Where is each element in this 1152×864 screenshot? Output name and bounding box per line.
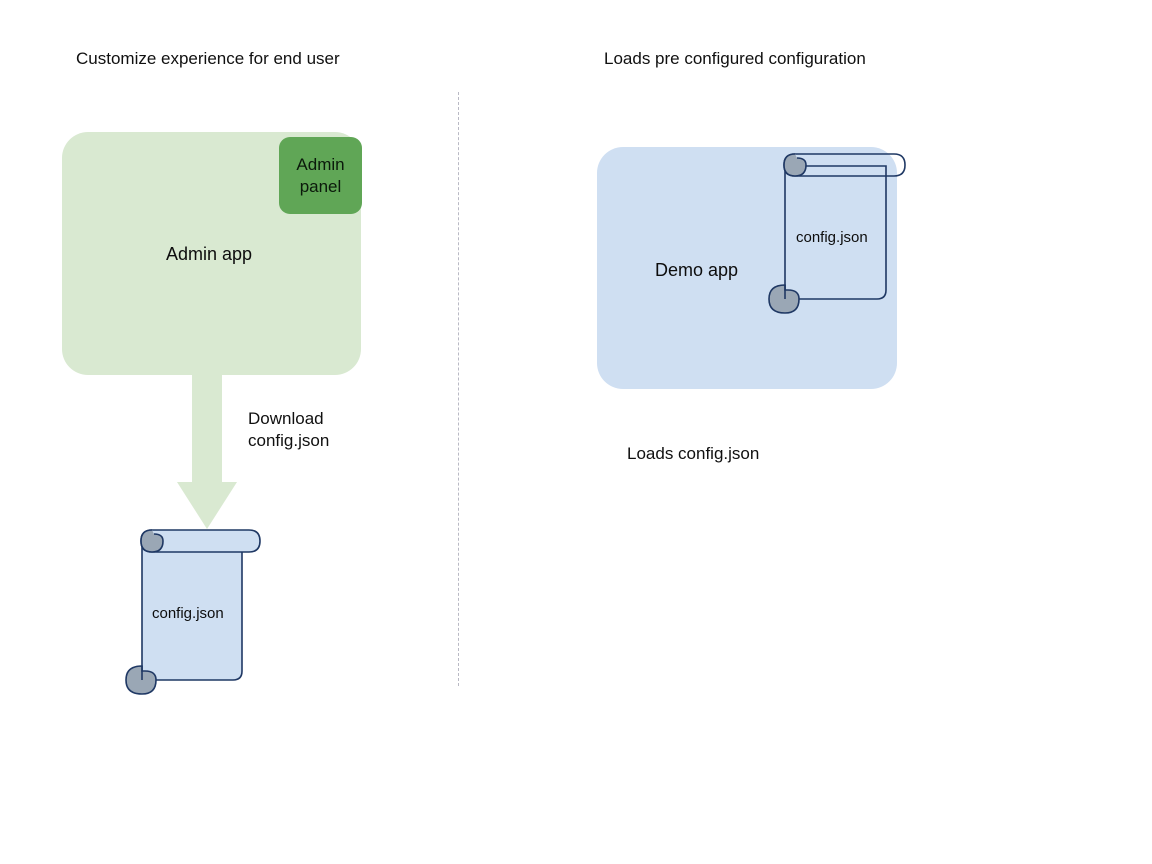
scroll-document-icon <box>125 529 261 695</box>
left-section-title: Customize experience for end user <box>76 49 340 68</box>
download-edge-label-line2: config.json <box>248 431 330 450</box>
download-edge-label-line1: Download <box>248 409 324 428</box>
config-json-document-left[interactable] <box>118 528 266 695</box>
vertical-dashed-divider <box>458 92 459 686</box>
right-section-title: Loads pre configured configuration <box>604 49 866 68</box>
download-edge-label: Download config.json <box>248 408 329 452</box>
down-block-arrow-icon <box>177 372 237 529</box>
config-json-document-right[interactable] <box>768 152 911 314</box>
scroll-document-icon <box>768 153 906 314</box>
demo-app-label: Demo app <box>655 260 739 280</box>
admin-app-label: Admin app <box>166 244 253 264</box>
demo-app-card[interactable] <box>597 147 897 389</box>
loads-config-caption: Loads config.json <box>627 444 760 463</box>
admin-panel-box[interactable]: Admin panel <box>279 137 362 214</box>
download-block-arrow <box>176 372 238 530</box>
admin-panel-label-line1: Admin <box>296 154 345 174</box>
config-json-label-left: config.json <box>152 605 224 622</box>
config-json-label-right: config.json <box>796 229 868 246</box>
admin-panel-label-line2: panel <box>299 176 342 196</box>
admin-panel-label: Admin panel <box>296 154 344 198</box>
